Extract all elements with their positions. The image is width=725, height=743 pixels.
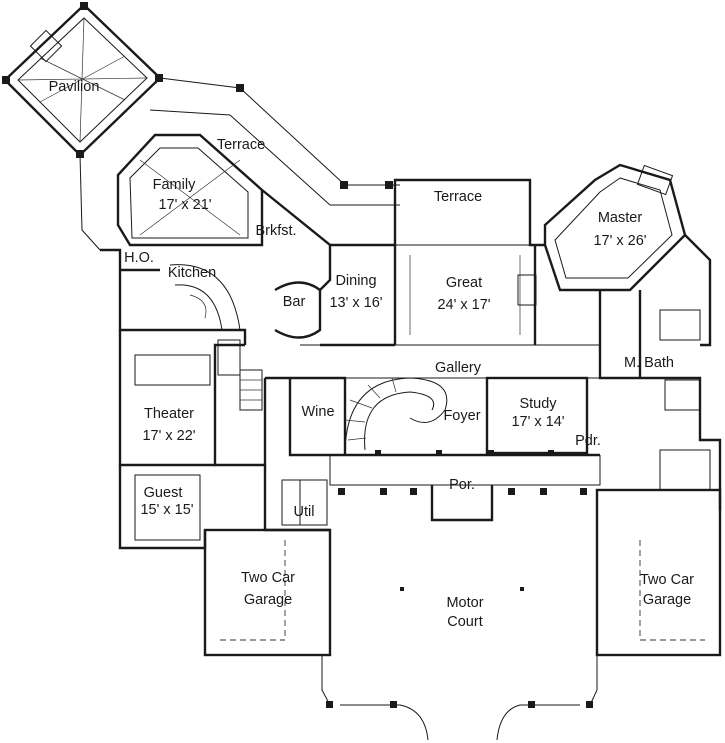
util-label: Util — [294, 504, 315, 520]
motor-court-outline — [321, 587, 598, 741]
terrace-left-label: Terrace — [217, 137, 265, 153]
master-suite-walls — [543, 163, 722, 510]
mbath-label: M. Bath — [624, 355, 674, 371]
por-label: Por. — [449, 477, 475, 493]
bar-label: Bar — [283, 294, 306, 310]
ho-label: H.O. — [124, 250, 154, 266]
guest-label: Guest — [144, 485, 183, 501]
pdr-label: Pdr. — [575, 433, 601, 449]
dining-size: 13' x 16' — [329, 295, 382, 311]
master-size: 17' x 26' — [593, 233, 646, 249]
great-size: 24' x 17' — [437, 297, 490, 313]
terrace-center-label: Terrace — [434, 189, 482, 205]
terrace-left-outline — [79, 77, 400, 251]
garage-left — [203, 528, 332, 657]
brkfst-label: Brkfst. — [255, 223, 296, 239]
theater-size: 17' x 22' — [142, 428, 195, 444]
wine-label: Wine — [301, 404, 334, 420]
family-label: Family — [153, 177, 196, 193]
kitchen-label: Kitchen — [168, 265, 216, 281]
family-size: 17' x 21' — [158, 197, 211, 213]
dining-label: Dining — [335, 273, 376, 289]
study-label: Study — [519, 396, 557, 412]
garage-left-label-line2: Garage — [244, 592, 292, 608]
garage-right-label-line1: Two Car — [640, 572, 694, 588]
foyer-label: Foyer — [443, 408, 480, 424]
spiral-stair — [344, 377, 448, 456]
garage-left-label-line1: Two Car — [241, 570, 295, 586]
garage-right-label-line2: Garage — [643, 592, 691, 608]
pavilion-label: Pavilion — [49, 79, 100, 95]
gallery-label: Gallery — [435, 360, 482, 376]
kitchen-curved-counter — [169, 264, 241, 331]
motor-court-label-line2: Court — [447, 614, 482, 630]
garage-right — [595, 488, 722, 657]
great-label: Great — [446, 275, 482, 291]
master-label: Master — [598, 210, 642, 226]
room-labels: Pavilion Terrace Terrace Family 17' x 21… — [49, 79, 695, 630]
porch — [329, 450, 601, 522]
family-room-walls — [116, 133, 264, 247]
guest-size: 15' x 15' — [140, 502, 193, 518]
bar-structure — [274, 281, 322, 339]
study-size: 17' x 14' — [511, 414, 564, 430]
theater-label: Theater — [144, 406, 194, 422]
motor-court-label-line1: Motor — [446, 595, 483, 611]
